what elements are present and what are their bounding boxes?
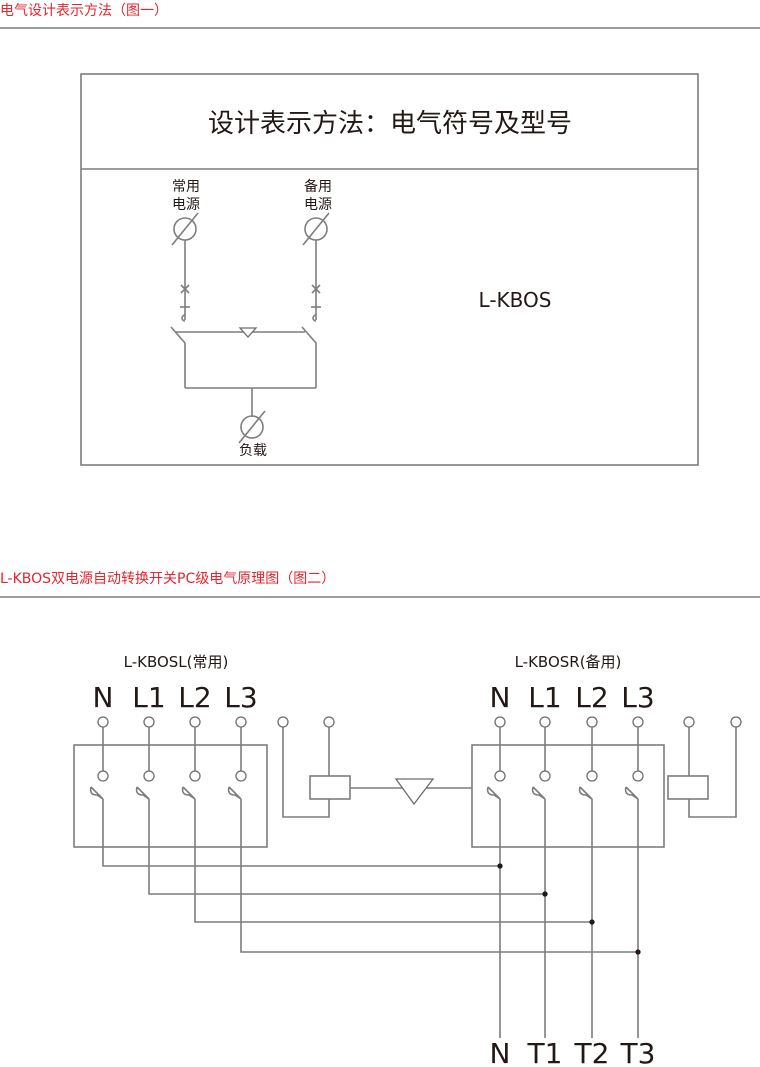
switch-blade-icon: [227, 786, 242, 800]
load-icon: [240, 415, 264, 439]
contact-icon: [586, 770, 598, 782]
output-label: T1: [527, 1037, 563, 1067]
switch-blade-icon: [625, 786, 639, 800]
section-divider: [0, 27, 760, 29]
normal-source-branch: [170, 212, 199, 388]
junction-dot: [542, 891, 548, 897]
contact-icon: [97, 770, 109, 782]
figure1-header: 设计表示方法：电气符号及型号: [208, 109, 572, 139]
switch-blade-icon: [487, 786, 501, 800]
switch-blade-icon: [532, 786, 546, 800]
contact-icon: [632, 770, 644, 782]
breaker-cross-icon: [180, 284, 190, 294]
right-coil-icon: [667, 775, 709, 800]
terminal-icon: [277, 716, 289, 728]
switch-blade-icon: [89, 786, 104, 800]
bus-wire: [102, 799, 500, 867]
left-terminal-label: L1: [132, 681, 165, 714]
right-switch-unit-box: [471, 744, 665, 848]
contact-icon: [235, 770, 247, 782]
right-unit-label: L-KBOSR(备用): [515, 653, 622, 671]
bus-wire: [240, 799, 638, 953]
normal-source-label-line2: 电源: [172, 197, 200, 213]
breaker-cross-icon: [311, 284, 321, 294]
left-terminal-label: L3: [224, 681, 257, 714]
switch-blade-icon: [578, 786, 593, 800]
right-terminal-label: N: [490, 681, 511, 714]
backup-source-label-line1: 备用: [304, 178, 332, 195]
switch-blade-icon: [136, 786, 150, 800]
terminal-icon: [730, 716, 742, 728]
backup-source-label-line2: 电源: [304, 197, 332, 213]
left-terminal-label: L2: [178, 681, 211, 714]
contact-icon: [143, 770, 155, 782]
contact-icon: [494, 770, 506, 782]
load-label: 负载: [239, 443, 267, 459]
switch-blade-icon: [182, 786, 196, 800]
section-title-figure2: L-KBOS双电源自动转换开关PC级电气原理图（图二）: [0, 571, 336, 587]
terminal-icon: [235, 716, 247, 728]
bus-wire: [194, 799, 592, 923]
backup-source-branch: [301, 212, 330, 388]
terminal-icon: [494, 716, 506, 728]
left-switch-unit-box: [73, 744, 268, 848]
output-label: N: [490, 1037, 511, 1067]
terminal-icon: [632, 716, 644, 728]
switch-blade-icon: [486, 786, 501, 800]
section-divider: [0, 596, 760, 598]
terminal-icon: [97, 716, 109, 728]
frame-border: [80, 73, 699, 466]
output-label: T2: [574, 1037, 610, 1067]
contact-arc-icon: [181, 314, 186, 322]
switch-blade-icon: [90, 786, 104, 800]
section-title-figure1: 电气设计表示方法（图一）: [0, 3, 168, 19]
power-source-slash: [171, 212, 199, 246]
load-slash: [238, 410, 266, 444]
junction-dot: [589, 919, 595, 925]
bus-wire: [148, 799, 545, 895]
right-terminal-label: L3: [621, 681, 654, 714]
interlock-triangle-icon: [394, 778, 435, 806]
contact-icon: [189, 770, 201, 782]
right-terminal-label: L2: [575, 681, 608, 714]
switch-blade-icon: [181, 786, 196, 800]
terminal-icon: [323, 716, 335, 728]
left-unit-label: L-KBOSL(常用): [124, 653, 229, 671]
junction-dot: [497, 863, 503, 869]
switch-blade-icon: [228, 786, 242, 800]
terminal-icon: [683, 716, 695, 728]
figure1-frame: [80, 73, 699, 466]
contact-icon: [539, 770, 551, 782]
interlock-triangle-icon: [238, 327, 258, 338]
right-terminal-label: L1: [528, 681, 561, 714]
switch-blade-icon: [531, 786, 546, 800]
junction-dot: [635, 949, 641, 955]
terminal-icon: [539, 716, 551, 728]
pole-group: [89, 716, 742, 1038]
switch-blade-icon: [170, 326, 186, 388]
terminal-icon: [189, 716, 201, 728]
left-terminal-label: N: [93, 681, 114, 714]
left-coil-icon: [309, 775, 351, 800]
model-label: L-KBOS: [479, 288, 552, 312]
switch-blade-icon: [301, 326, 317, 388]
switch-blade-icon: [624, 786, 639, 800]
switch-blade-icon: [135, 786, 150, 800]
terminal-icon: [586, 716, 598, 728]
right-control-wire: [688, 727, 737, 818]
power-source-slash: [302, 212, 330, 246]
contact-arc-icon: [312, 314, 317, 322]
output-label: T3: [620, 1037, 656, 1067]
terminal-icon: [143, 716, 155, 728]
normal-source-label-line1: 常用: [172, 179, 200, 195]
switch-blade-icon: [579, 786, 593, 800]
left-control-wire: [282, 727, 330, 818]
